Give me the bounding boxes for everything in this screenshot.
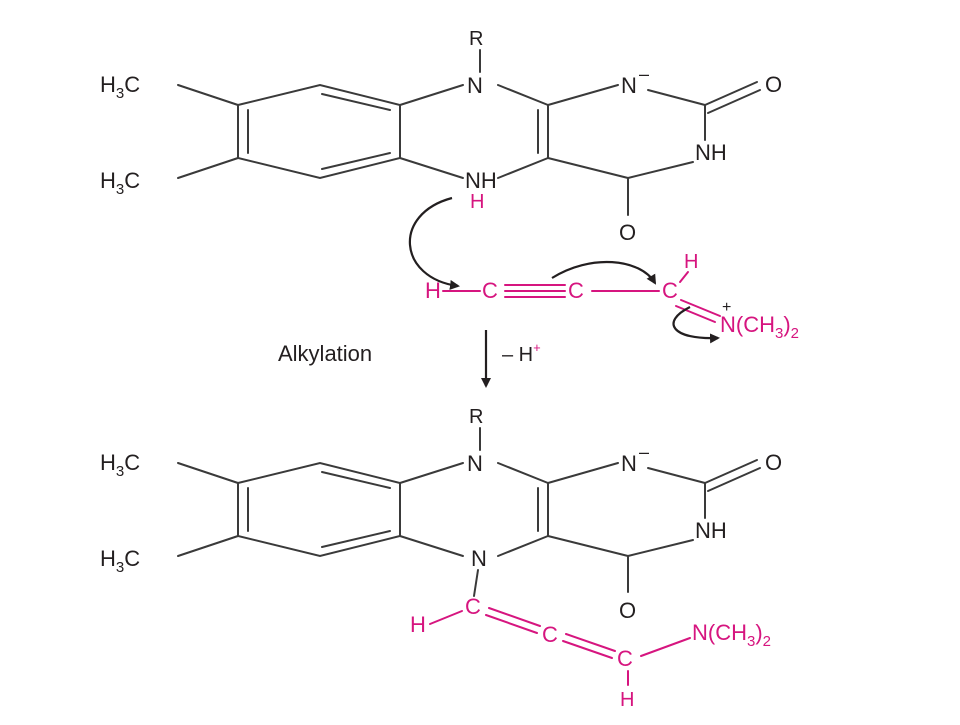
product-methyl-upper: H3C bbox=[100, 450, 140, 480]
n5h-label: NH bbox=[465, 168, 497, 193]
curved-arrow-alkyne bbox=[551, 260, 657, 285]
reaction-step: Alkylation – H+ bbox=[278, 330, 541, 388]
n-minus-label: N bbox=[621, 73, 637, 98]
allene-c2: C bbox=[542, 622, 558, 647]
reactant-flavin: R H3C H3C N N – O NH NH H O bbox=[100, 28, 782, 245]
reagent-c2: C bbox=[568, 278, 584, 303]
iminium-nme2: N(CH3)2 bbox=[720, 312, 799, 342]
curved-arrow-iminium bbox=[672, 306, 720, 344]
product-o-bottom: O bbox=[619, 598, 636, 623]
product-bonds bbox=[177, 427, 761, 597]
methyl-lower: H3C bbox=[100, 168, 140, 198]
nh-label: NH bbox=[695, 140, 727, 165]
step-label: Alkylation bbox=[278, 341, 372, 366]
substituent-r: R bbox=[469, 28, 483, 50]
reagent-c3: C bbox=[662, 278, 678, 303]
reagent-c1: C bbox=[482, 278, 498, 303]
product-flavin-adduct: R H3C H3C N N – O NH N O C H C C N(CH3)2… bbox=[100, 406, 782, 711]
n1-label: N bbox=[467, 73, 483, 98]
iminium-plus: + bbox=[722, 299, 731, 316]
allene-h-bottom: H bbox=[620, 689, 634, 711]
product-minus-charge: – bbox=[639, 442, 649, 462]
reagent-propargyl-iminium: H C C C H + N(CH3)2 bbox=[425, 251, 799, 342]
product-nme2: N(CH3)2 bbox=[692, 620, 771, 650]
product-o-right: O bbox=[765, 450, 782, 475]
reagent-h-top: H bbox=[684, 251, 698, 273]
product-n-minus: N bbox=[621, 451, 637, 476]
step-byproduct: – H+ bbox=[502, 340, 541, 366]
minus-charge: – bbox=[639, 64, 649, 84]
product-n1: N bbox=[467, 451, 483, 476]
product-n5: N bbox=[471, 546, 487, 571]
allene-c3: C bbox=[617, 646, 633, 671]
methyl-upper: H3C bbox=[100, 72, 140, 102]
allene-c1: C bbox=[465, 594, 481, 619]
product-methyl-lower: H3C bbox=[100, 546, 140, 576]
reagent-h-left: H bbox=[425, 278, 441, 303]
product-nh: NH bbox=[695, 518, 727, 543]
product-r: R bbox=[469, 406, 483, 428]
n5-h-hydrogen: H bbox=[470, 191, 484, 213]
reactant-bonds bbox=[177, 49, 761, 216]
carbonyl-o-bottom: O bbox=[619, 220, 636, 245]
allene-adduct: C H C C N(CH3)2 H bbox=[410, 594, 771, 711]
allene-h-left: H bbox=[410, 612, 426, 637]
curved-arrow-nucleophile bbox=[408, 196, 460, 290]
carbonyl-o-right: O bbox=[765, 72, 782, 97]
